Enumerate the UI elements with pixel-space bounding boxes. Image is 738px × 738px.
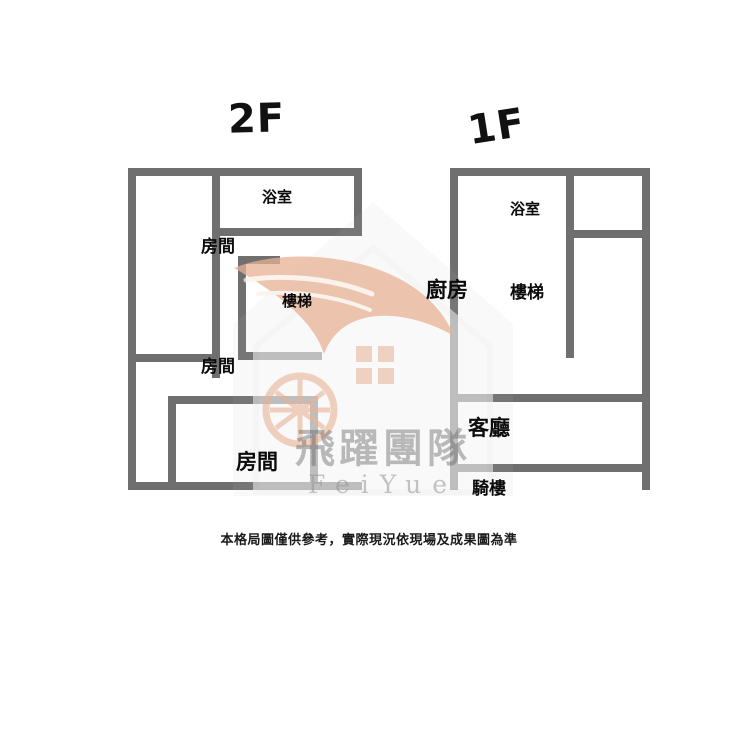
- wall-2f-left: [128, 168, 136, 490]
- wall-1f-arcade-divider: [450, 464, 650, 472]
- room-label-1f-kitchen: 廚房: [426, 278, 468, 302]
- wall-2f-left-divider: [128, 354, 220, 362]
- wall-2f-lower-room-top: [168, 396, 318, 404]
- wall-1f-top: [450, 168, 650, 176]
- wall-2f-bottom: [128, 482, 362, 490]
- room-label-2f-bathroom: 浴室: [262, 188, 293, 206]
- wall-1f-left: [450, 168, 458, 490]
- room-label-2f-bedroom-middle: 房間: [201, 357, 235, 377]
- wall-1f-stair-shaft-bottom: [566, 350, 574, 358]
- room-label-2f-stairs: 樓梯: [282, 292, 313, 310]
- room-label-2f-bedroom-lower: 房間: [236, 450, 278, 474]
- wall-2f-right-upper: [354, 168, 362, 236]
- wall-2f-stair-bottom: [238, 352, 322, 360]
- room-label-1f-arcade: 騎樓: [472, 479, 506, 499]
- wall-2f-lower-room-right: [310, 396, 318, 490]
- wall-1f-upper-right-divider: [566, 230, 650, 238]
- floor-plan-1f: 浴室 廚房 樓梯 客廳 騎樓: [426, 168, 650, 499]
- room-label-1f-stairs: 樓梯: [510, 283, 544, 303]
- disclaimer-caption: 本格局圖僅供參考，實際現況依現場及成果圖為準: [220, 533, 518, 548]
- floor-title-1f: 1F: [464, 99, 529, 155]
- wall-2f-top: [128, 168, 362, 176]
- wall-2f-bath-divider: [212, 228, 362, 236]
- wall-1f-arcade-left-stub: [450, 464, 458, 490]
- room-label-1f-bathroom: 浴室: [510, 200, 541, 218]
- room-label-2f-bedroom-upper: 房間: [201, 237, 235, 257]
- wall-1f-right: [642, 168, 650, 490]
- wall-1f-arcade-right-stub: [642, 464, 650, 490]
- floor-title-2f: 2F: [227, 95, 286, 143]
- wall-2f-spine-mid: [212, 168, 220, 352]
- wall-2f-spine-lower: [212, 352, 220, 378]
- wall-2f-stair-top: [238, 256, 280, 264]
- wall-1f-stair-shaft: [566, 168, 574, 358]
- room-label-1f-living-room: 客廳: [468, 416, 510, 440]
- floor-plan-2f: 浴室 房間 樓梯 房間 房間: [128, 168, 362, 490]
- wall-2f-lower-room-left: [168, 396, 176, 490]
- wall-2f-stair-left: [238, 256, 246, 360]
- wall-1f-living-divider: [450, 394, 650, 402]
